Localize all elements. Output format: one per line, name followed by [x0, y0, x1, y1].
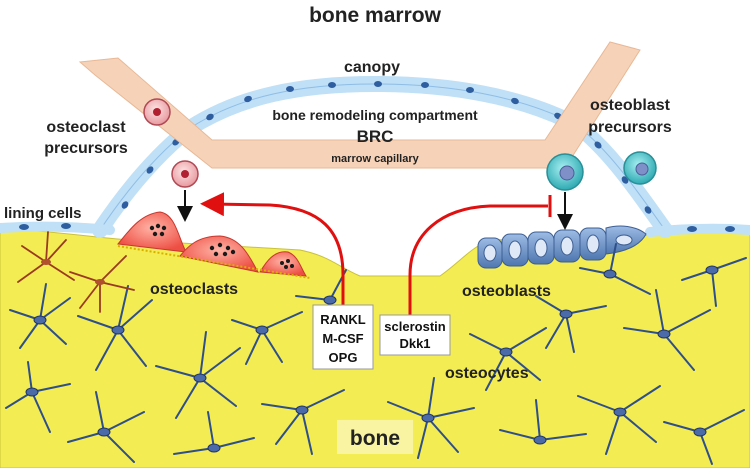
- signal-dkk1: Dkk1: [399, 336, 430, 351]
- lining-osteocyte-bodies: [41, 259, 105, 285]
- signal-opg: OPG: [329, 350, 358, 365]
- osteoclasts-group: [117, 211, 311, 279]
- osteoblast-cell: [477, 237, 503, 269]
- osteoblasts-group: [477, 225, 647, 269]
- canopy-label: canopy: [344, 59, 400, 76]
- signal-rankl: RANKL: [320, 312, 366, 327]
- lining-cells-left: [0, 221, 115, 235]
- bone-label-backdrop: [337, 420, 413, 454]
- capillary-label: marrow capillary: [331, 153, 419, 165]
- brc-label: BRC: [357, 127, 394, 146]
- osteocytes-label: osteocytes: [445, 365, 529, 382]
- bone-label: bone: [350, 427, 400, 450]
- osteoblast-precursors-label-line2: precursors: [588, 119, 672, 136]
- sclerostin-inhibition-arrow: [408, 204, 548, 315]
- signal-mcsf: M-CSF: [322, 331, 363, 346]
- rankl-stimulation-arrow: [200, 192, 345, 305]
- osteoblast-cell: [579, 227, 607, 261]
- osteoclast-precursor-top: [143, 98, 171, 126]
- osteoclast-cell-1: [117, 211, 187, 253]
- osteoclast-cell-2: [179, 235, 259, 273]
- osteoclast-precursors-label-line2: precursors: [44, 140, 128, 157]
- osteoblast-precursor-right: [623, 151, 657, 185]
- osteoclast-signal-box: RANKL M-CSF OPG: [312, 304, 374, 370]
- signal-sclerostin: sclerostin: [384, 319, 445, 334]
- osteoblast-cell: [527, 231, 555, 265]
- osteoblast-precursors-label-line1: osteoblast: [590, 97, 671, 114]
- osteoclasts-label: osteoclasts: [150, 281, 238, 298]
- lining-cell-nuclei-right: [687, 226, 735, 232]
- osteocyte-cell-bodies: [25, 265, 719, 453]
- osteoblast-precursor-left: [546, 153, 584, 191]
- diagram-title: bone marrow: [309, 4, 442, 27]
- osteoblast-signal-box: sclerostin Dkk1: [379, 314, 451, 356]
- osteoblast-cell: [501, 233, 529, 267]
- osteoclast-precursors-label-line1: osteoclast: [46, 119, 126, 136]
- osteocyte-network: [5, 243, 747, 465]
- compartment-label: bone remodeling compartment: [272, 107, 478, 123]
- osteoblast-cell: [553, 229, 581, 263]
- osteoblasts-label: osteoblasts: [462, 283, 551, 300]
- lining-osteocytes-brown: [17, 231, 135, 313]
- lining-cells-label: lining cells: [4, 205, 82, 222]
- lining-cell-nuclei-left: [19, 223, 71, 230]
- osteoclast-precursor-bottom: [171, 160, 199, 188]
- lining-cells-right: [645, 223, 750, 237]
